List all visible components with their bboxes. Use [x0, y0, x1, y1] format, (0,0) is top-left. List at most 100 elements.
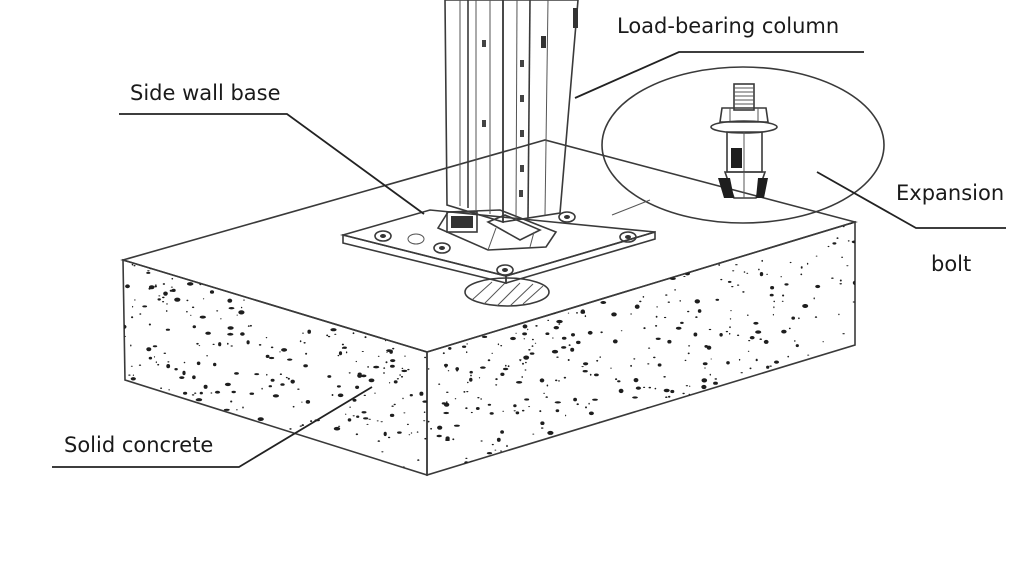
- concrete-speckle: [576, 403, 579, 406]
- bubble-pointer-line: [611, 199, 651, 216]
- concrete-speckle: [539, 378, 545, 383]
- concrete-speckle: [524, 369, 527, 371]
- concrete-speckle: [346, 469, 348, 471]
- concrete-speckle: [850, 399, 853, 402]
- concrete-speckle: [683, 276, 686, 277]
- concrete-speckle: [321, 272, 327, 277]
- concrete-speckle: [830, 464, 837, 467]
- concrete-speckle: [807, 354, 810, 356]
- concrete-speckle: [852, 301, 855, 303]
- concrete-speckle: [714, 422, 718, 425]
- concrete-speckle: [736, 284, 740, 286]
- concrete-speckle: [240, 306, 243, 309]
- concrete-speckle: [839, 283, 842, 285]
- concrete-speckle: [720, 278, 723, 281]
- concrete-speckle: [789, 374, 796, 378]
- concrete-speckle: [746, 272, 749, 274]
- concrete-speckle: [363, 417, 369, 420]
- concrete-speckle: [420, 314, 426, 318]
- concrete-speckle: [169, 289, 174, 292]
- concrete-speckle: [262, 261, 266, 264]
- concrete-speckle: [781, 329, 787, 334]
- concrete-speckle: [442, 352, 445, 355]
- concrete-speckle: [755, 330, 762, 334]
- concrete-speckle: [743, 271, 746, 273]
- concrete-speckle: [567, 470, 575, 475]
- concrete-speckle: [223, 408, 230, 411]
- concrete-speckle: [326, 459, 333, 462]
- concrete-speckle: [562, 243, 565, 246]
- concrete-speckle: [688, 345, 691, 347]
- concrete-speckle: [289, 428, 292, 430]
- concrete-speckle: [234, 372, 239, 375]
- concrete-speckle: [510, 336, 516, 341]
- concrete-speckle: [424, 356, 427, 359]
- concrete-speckle: [556, 356, 559, 358]
- concrete-speckle: [240, 332, 245, 336]
- concrete-speckle: [635, 386, 642, 390]
- concrete-speckle: [754, 228, 757, 231]
- concrete-speckle: [623, 429, 626, 431]
- concrete-speckle: [230, 400, 233, 403]
- concrete-speckle: [549, 309, 554, 312]
- concrete-speckle: [618, 388, 624, 394]
- load-bearing-column: [444, 0, 579, 224]
- concrete-speckle: [257, 471, 263, 475]
- concrete-speckle: [231, 423, 234, 426]
- concrete-speckle: [548, 302, 550, 305]
- concrete-speckle: [839, 279, 842, 282]
- concrete-speckle: [749, 367, 752, 370]
- concrete-speckle: [336, 385, 341, 388]
- concrete-speckle: [811, 377, 814, 380]
- concrete-speckle: [671, 436, 674, 439]
- concrete-speckle: [548, 245, 551, 247]
- concrete-speckle: [407, 368, 410, 371]
- expansion-bolt-callout: [601, 66, 885, 224]
- concrete-speckle: [639, 300, 642, 303]
- concrete-speckle: [538, 304, 543, 308]
- concrete-speckle: [261, 259, 263, 260]
- concrete-speckle: [727, 446, 731, 449]
- concrete-speckle: [358, 468, 361, 470]
- concrete-speckle: [658, 474, 660, 475]
- concrete-speckle: [540, 421, 545, 426]
- concrete-speckle: [499, 256, 502, 258]
- concrete-speckle: [305, 352, 308, 355]
- concrete-speckle: [687, 310, 690, 313]
- concrete-speckle: [845, 440, 848, 442]
- concrete-speckle: [270, 378, 275, 382]
- concrete-speckle: [258, 344, 262, 346]
- concrete-speckle: [615, 378, 618, 381]
- concrete-speckle: [462, 319, 469, 322]
- concrete-speckle: [368, 378, 375, 383]
- concrete-speckle: [501, 468, 504, 471]
- concrete-speckle: [397, 431, 402, 434]
- concrete-speckle: [719, 225, 724, 230]
- concrete-speckle: [132, 305, 134, 308]
- concrete-speckle: [245, 293, 248, 295]
- concrete-speckle: [695, 235, 701, 238]
- concrete-speckle: [618, 454, 623, 458]
- concrete-speckle: [566, 225, 569, 228]
- column-slot: [520, 165, 524, 172]
- concrete-speckle: [662, 430, 667, 434]
- concrete-speckle: [174, 297, 181, 302]
- concrete-speckle: [125, 284, 130, 289]
- concrete-speckle: [419, 391, 424, 396]
- concrete-speckle: [152, 426, 155, 429]
- concrete-speckle: [689, 429, 691, 431]
- concrete-speckle: [157, 363, 160, 366]
- concrete-speckle: [352, 472, 355, 474]
- concrete-speckle: [780, 276, 782, 278]
- concrete-speckle: [265, 337, 268, 339]
- concrete-speckle: [753, 321, 759, 325]
- concrete-speckle: [745, 387, 748, 390]
- concrete-speckle: [511, 454, 514, 457]
- concrete-speckle: [249, 324, 252, 327]
- concrete-speckle: [213, 362, 217, 367]
- concrete-speckle: [228, 262, 231, 264]
- concrete-speckle: [184, 424, 187, 427]
- concrete-speckle: [349, 406, 351, 408]
- concrete-speckle: [364, 336, 367, 339]
- nut: [496, 264, 514, 276]
